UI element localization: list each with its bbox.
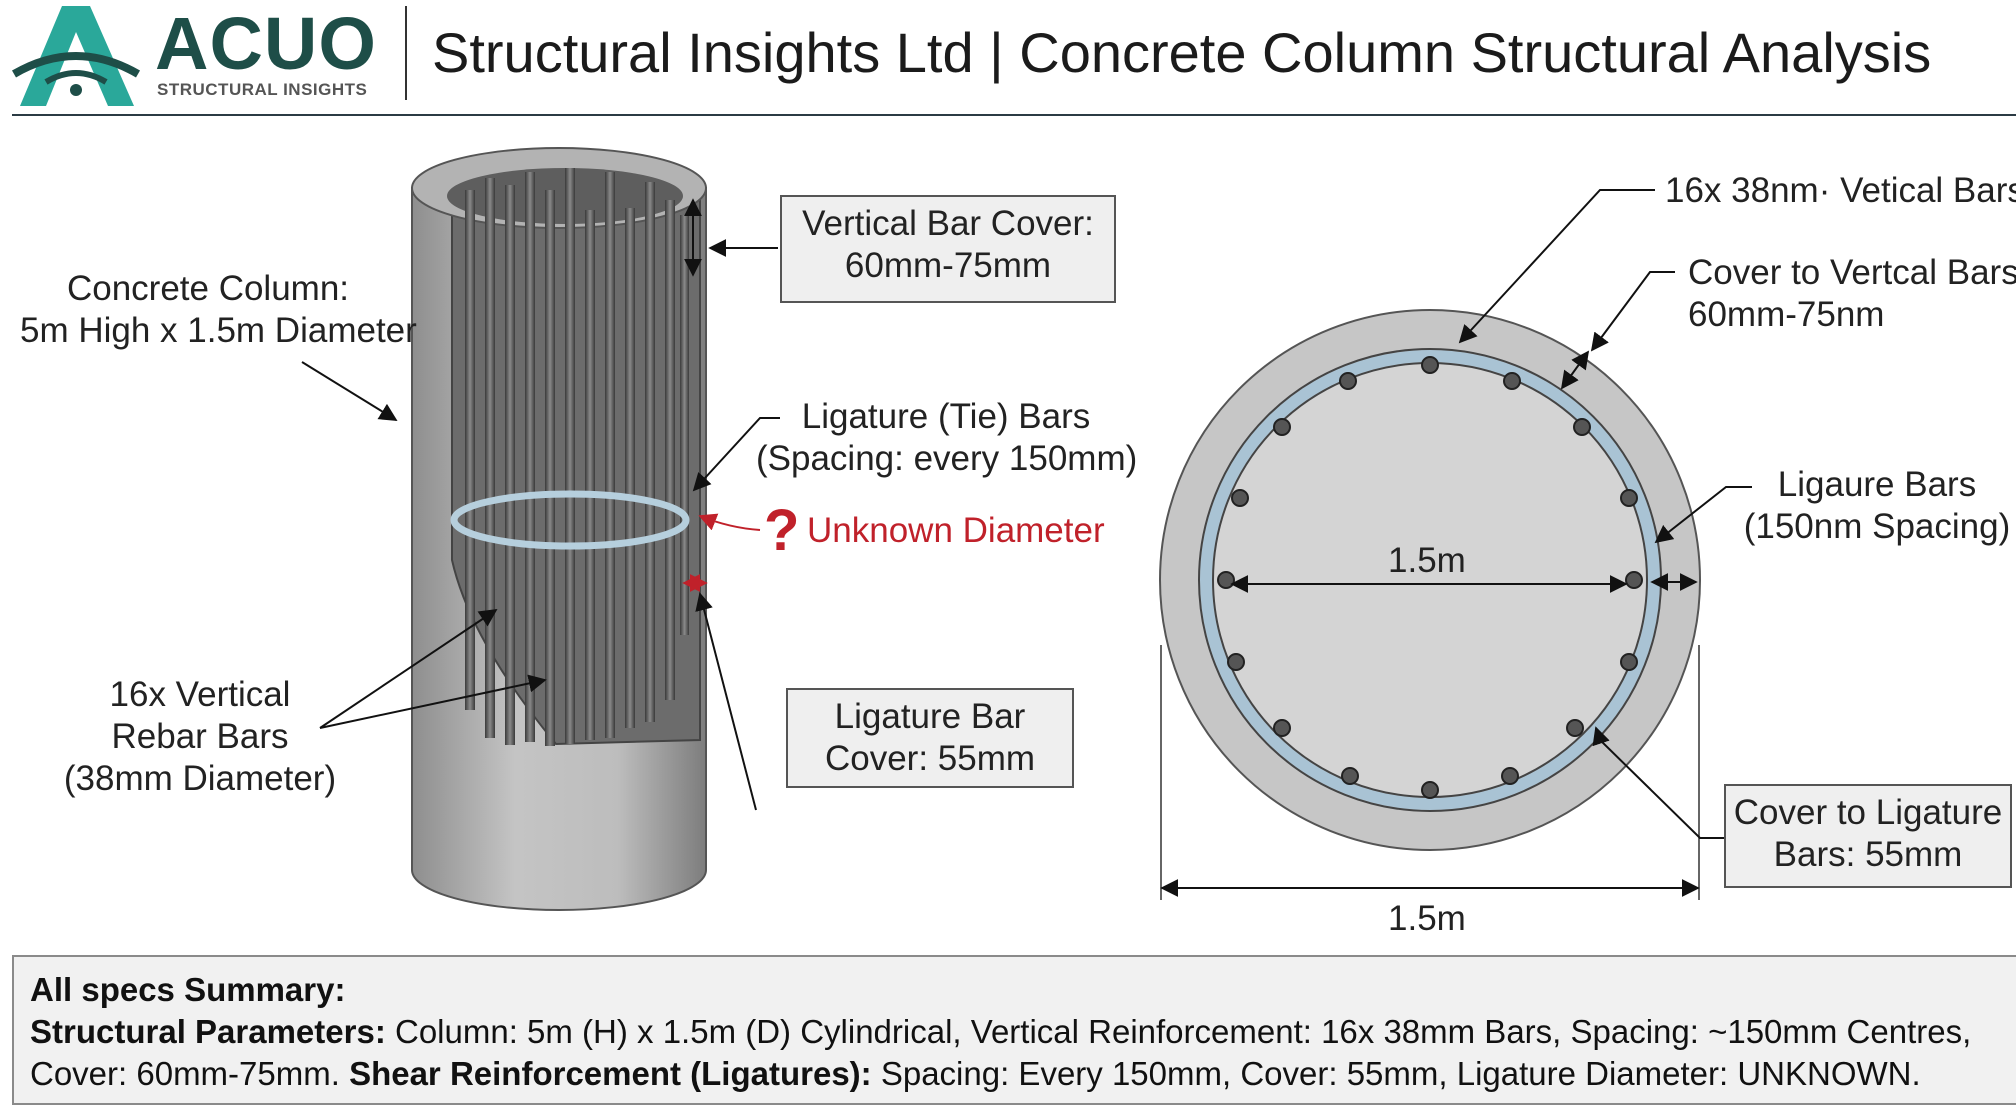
section-leaders — [1458, 189, 1752, 839]
summary-structural-line: Structural Parameters: Column: 5m (H) x … — [30, 1011, 2016, 1053]
section-ligature-cover-box: Cover to Ligature Bars: 55mm — [1724, 784, 2012, 888]
section-lig-cover-line1: Cover to Ligature — [1733, 793, 2003, 832]
logo-subtitle: STRUCTURAL INSIGHTS — [157, 80, 368, 99]
shear-label: Shear Reinforcement (Ligatures): — [349, 1055, 872, 1092]
vertical-cover-line1: Vertical Bar Cover: — [802, 204, 1094, 243]
rebar-label-line2: Rebar Bars — [111, 717, 289, 756]
section-cover-line2: 60mm-75nm — [1688, 295, 1885, 334]
structural-label: Structural Parameters: — [30, 1013, 386, 1050]
section-ligature-line2: (150nm Spacing) — [1743, 507, 2011, 546]
cover-text: Cover: 60mm-75mm. — [30, 1055, 350, 1092]
ligature-label-line2: (Spacing: every 150mm) — [756, 439, 1138, 478]
question-mark-icon: ? — [764, 498, 800, 563]
vertical-cover-box: Vertical Bar Cover: 60mm-75mm — [780, 195, 1116, 303]
summary-shear-line: Cover: 60mm-75mm. Shear Reinforcement (L… — [30, 1053, 2016, 1095]
ligature-ring — [450, 490, 690, 550]
unknown-pointer — [698, 513, 761, 531]
summary-heading: All specs Summary: — [30, 971, 346, 1008]
header: ACUO STRUCTURAL INSIGHTS Structural Insi… — [0, 0, 2016, 116]
column-label-line2: 5m High x 1.5m Diameter — [20, 311, 417, 350]
section-lig-cover-line2: Bars: 55mm — [1773, 835, 1963, 874]
section-bars — [1217, 356, 1643, 799]
header-divider — [405, 6, 407, 100]
section-cover-label: Cover to Vertcal Bars 60mm-75nm — [1688, 252, 2016, 336]
ligature-cover-line2: Cover: 55mm — [824, 739, 1036, 778]
outer-dimension-label: 1.5m — [1388, 899, 1466, 938]
ligature-label-line1: Ligature (Tie) Bars — [801, 397, 1091, 436]
column-label: Concrete Column: 5m High x 1.5m Diameter — [20, 268, 417, 352]
column-leaders — [301, 239, 780, 811]
cross-section-drawing — [1159, 309, 1701, 900]
vertical-rebar-group — [465, 168, 689, 746]
column-label-line1: Concrete Column: — [66, 269, 350, 308]
column-3d-drawing — [411, 147, 708, 911]
unknown-diameter-label: Unknown Diameter — [807, 511, 1105, 550]
section-ligature-label: Ligaure Bars (150nm Spacing) — [1742, 464, 2012, 548]
header-rule — [12, 114, 2016, 116]
vertical-cover-line2: 60mm-75mm — [844, 246, 1052, 285]
section-cover-line1: Cover to Vertcal Bars — [1688, 253, 2016, 292]
rebar-label-line1: 16x Vertical — [109, 675, 291, 714]
ligature-cover-line1: Ligature Bar — [834, 697, 1026, 736]
logo-mark-icon — [12, 6, 141, 106]
inner-dimension-label: 1.5m — [1388, 541, 1466, 580]
diagram-canvas — [301, 147, 1752, 911]
specs-summary-panel: All specs Summary: Structural Parameters… — [12, 955, 2016, 1105]
structural-text: Column: 5m (H) x 1.5m (D) Cylindrical, V… — [385, 1013, 1972, 1050]
page-title: Structural Insights Ltd | Concrete Colum… — [432, 21, 1932, 84]
section-ligature-line1: Ligaure Bars — [1777, 465, 1977, 504]
ligature-cover-box: Ligature Bar Cover: 55mm — [786, 688, 1074, 788]
rebar-label-line3: (38mm Diameter) — [63, 759, 337, 798]
logo-name: ACUO — [155, 2, 377, 85]
rebar-label: 16x Vertical Rebar Bars (38mm Diameter) — [40, 674, 360, 800]
shear-text: Spacing: Every 150mm, Cover: 55mm, Ligat… — [871, 1055, 1921, 1092]
vertical-bars-label: 16x 38nm· Vetical Bars — [1665, 171, 2016, 210]
ligature-label: Ligature (Tie) Bars (Spacing: every 150m… — [756, 396, 1138, 480]
